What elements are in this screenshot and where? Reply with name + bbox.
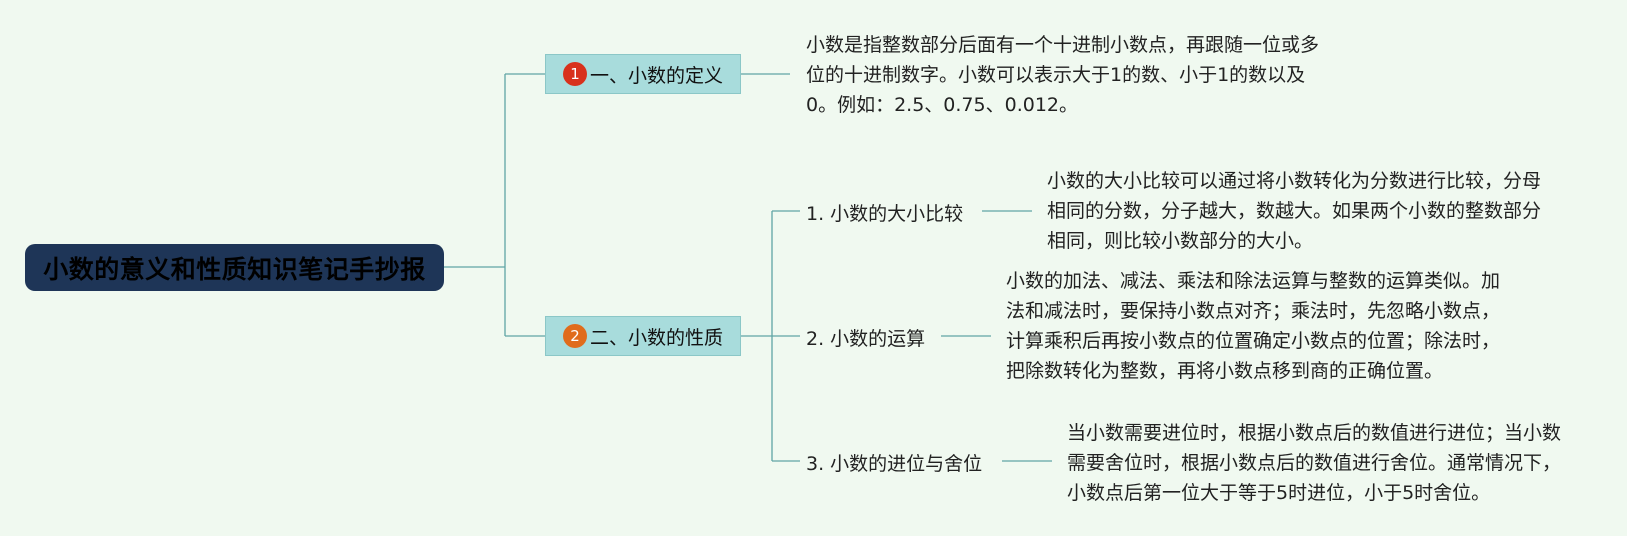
branch-definition-label: 一、小数的定义 bbox=[589, 64, 723, 87]
sub-rounding-text: 当小数需要进位时，根据小数点后的数值进行进位；当小数需要舍位时，根据小数点后的数… bbox=[1067, 422, 1562, 504]
branch-properties: 2 二、小数的性质 bbox=[545, 316, 741, 356]
badge-1: 1 bbox=[562, 62, 587, 86]
root-title: 小数的意义和性质知识笔记手抄报 bbox=[25, 244, 444, 291]
sub-operations-text: 小数的加法、减法、乘法和除法运算与整数的运算类似。加法和减法时，要保持小数点对齐… bbox=[1006, 270, 1501, 382]
definition-text: 小数是指整数部分后面有一个十进制小数点，再跟随一位或多位的十进制数字。小数可以表… bbox=[806, 34, 1320, 116]
sub-compare-text: 小数的大小比较可以通过将小数转化为分数进行比较，分母相同的分数，分子越大，数越大… bbox=[1047, 170, 1542, 252]
sub-compare-label: 1. 小数的大小比较 bbox=[806, 203, 964, 225]
branch-definition: 1 一、小数的定义 bbox=[545, 54, 741, 94]
branch-properties-label: 二、小数的性质 bbox=[589, 326, 723, 349]
badge-2: 2 bbox=[562, 324, 587, 348]
sub-operations-label: 2. 小数的运算 bbox=[806, 328, 926, 350]
sub-rounding-label: 3. 小数的进位与舍位 bbox=[806, 453, 983, 475]
